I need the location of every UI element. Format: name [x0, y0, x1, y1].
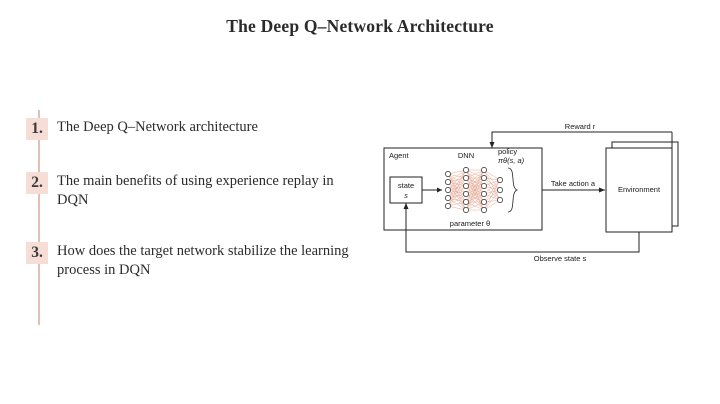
list-item: 2. The main benefits of using experience… — [26, 172, 357, 210]
page-title: The Deep Q–Network Architecture — [226, 16, 494, 36]
list-item-label: The main benefits of using experience re… — [57, 173, 334, 209]
state-box-label-line1: state — [398, 181, 414, 190]
list-item: 1. The Deep Q–Network architecture — [26, 118, 258, 141]
action-arrowhead — [599, 187, 605, 193]
list-item-number: 2. — [26, 172, 48, 195]
observe-label: Observe state s — [534, 254, 587, 263]
observe-path — [405, 203, 640, 253]
network-nodes — [445, 167, 503, 213]
environment-box — [605, 147, 673, 233]
list-item-label: How does the target network stabilize th… — [57, 243, 349, 279]
policy-label-line2: πθ(s, a) — [498, 156, 525, 165]
timeline-divider — [38, 110, 40, 325]
reward-path — [491, 131, 672, 148]
policy-label-line1: policy — [498, 147, 517, 156]
parameter-label: parameter θ — [450, 219, 490, 228]
agent-box-label: Agent — [389, 151, 410, 160]
state-to-network-arrowhead — [437, 187, 442, 193]
state-box-label-line2: s — [404, 191, 408, 200]
environment-label: Environment — [618, 185, 661, 194]
policy-bracket — [507, 167, 519, 213]
deep-q-network-architecture-diagram: Agent state s DNN — [380, 120, 700, 270]
list-item-number: 3. — [26, 242, 48, 265]
reward-arrowhead — [489, 142, 495, 148]
observe-arrowhead — [403, 203, 409, 209]
action-label: Take action a — [551, 179, 596, 188]
reward-label: Reward r — [565, 122, 596, 131]
list-item-label: The Deep Q–Network architecture — [57, 119, 258, 135]
dnn-label: DNN — [458, 151, 474, 160]
list-item-number: 1. — [26, 118, 48, 141]
network-edges — [447, 169, 501, 211]
agent-box — [383, 147, 543, 231]
list-item: 3. How does the target network stabilize… — [26, 242, 357, 280]
